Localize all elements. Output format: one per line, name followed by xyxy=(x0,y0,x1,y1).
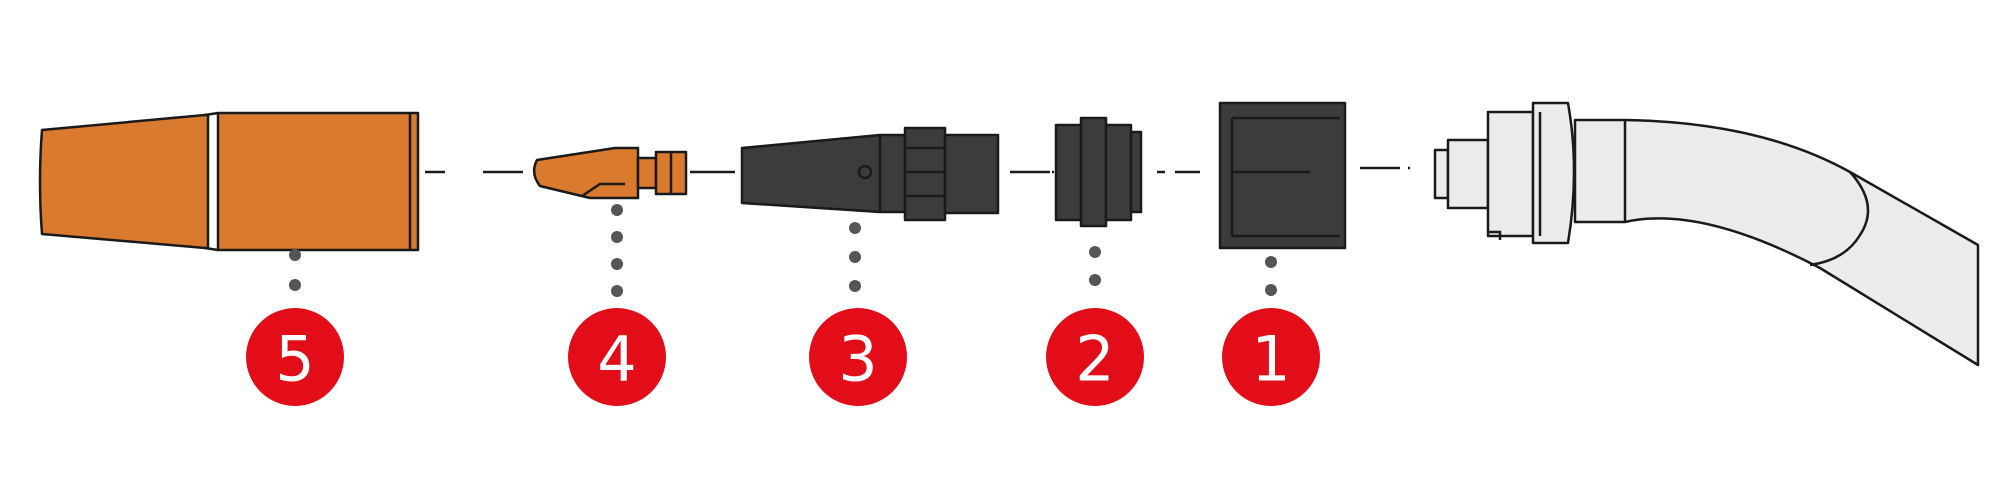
callout-number: 1 xyxy=(1251,323,1290,396)
insulating-ring xyxy=(1054,116,1143,228)
callout-badge xyxy=(1046,308,1144,406)
leader-dot xyxy=(289,249,301,261)
ring-lip xyxy=(1129,130,1143,214)
leader-dot xyxy=(1265,256,1277,268)
callout-3: 3 xyxy=(809,308,907,406)
neck-tube xyxy=(1573,118,1980,367)
callout-5: 5 xyxy=(246,308,344,406)
neck-bend-line xyxy=(1809,171,1870,267)
contact-tip xyxy=(532,146,688,200)
leader-dot xyxy=(849,280,861,292)
nozzle-body xyxy=(38,113,210,250)
diffuser-hole xyxy=(857,164,873,180)
callout-1: 1 xyxy=(1222,308,1320,406)
ring-center xyxy=(1079,116,1108,228)
leader-dot xyxy=(611,258,623,270)
leader-dot xyxy=(611,204,623,216)
callout-number: 3 xyxy=(838,323,877,396)
torch-neck xyxy=(1433,101,1980,367)
leader-dot xyxy=(1089,246,1101,258)
cap-body xyxy=(1218,101,1347,250)
callout-4: 4 xyxy=(568,308,666,406)
leader-dot xyxy=(1089,274,1101,286)
callout-2: 2 xyxy=(1046,308,1144,406)
leader-dots xyxy=(289,204,1277,297)
callout-badge xyxy=(1222,308,1320,406)
center-axis xyxy=(425,166,1410,174)
leader-dot xyxy=(611,231,623,243)
callout-number: 4 xyxy=(597,323,636,396)
gas-nozzle xyxy=(38,111,420,252)
leader-dot xyxy=(289,279,301,291)
callout-number: 5 xyxy=(275,323,314,396)
ring-left xyxy=(1054,123,1083,222)
neck-thread xyxy=(1446,138,1490,210)
neck-stub xyxy=(1433,148,1450,200)
callout-badge xyxy=(809,308,907,406)
leader-dot xyxy=(1265,284,1277,296)
tip-body xyxy=(532,146,640,200)
callout-number: 2 xyxy=(1075,323,1114,396)
leader-dot xyxy=(849,251,861,263)
tip-thread xyxy=(636,156,658,190)
gas-diffuser xyxy=(740,126,1000,222)
callout-badge xyxy=(246,308,344,406)
leader-dot xyxy=(611,285,623,297)
nozzle-sleeve xyxy=(216,111,420,252)
neck-hex xyxy=(1486,110,1535,238)
callout-badge xyxy=(568,308,666,406)
diffuser-collar xyxy=(943,133,1000,215)
ring-right xyxy=(1104,123,1133,222)
insulator-cap xyxy=(1218,101,1347,250)
leader-dot xyxy=(849,222,861,234)
diffuser-hex xyxy=(903,126,947,222)
